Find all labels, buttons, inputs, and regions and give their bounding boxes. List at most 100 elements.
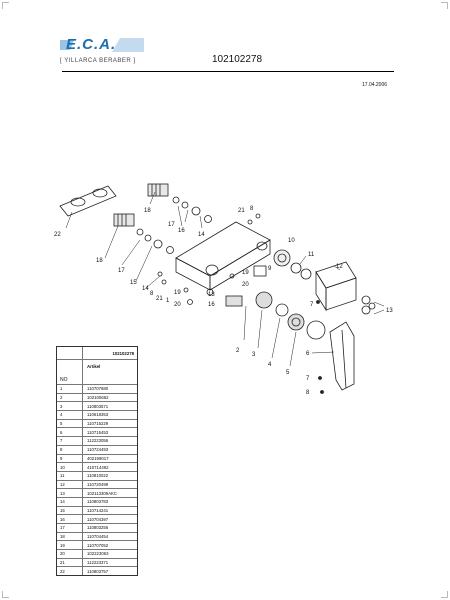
handle-drawing — [329, 321, 355, 391]
table-row: 19 110707052 — [57, 541, 137, 551]
part-number: 8 — [57, 445, 83, 454]
part-code: 110707680 — [87, 386, 109, 392]
part-code: 102105662 — [87, 395, 109, 401]
callout-label: 17 — [118, 268, 125, 274]
table-title: 102102278 — [112, 350, 134, 356]
part-code: 110704454 — [87, 534, 109, 540]
part-number: 4 — [57, 411, 83, 419]
connector-upper-drawing — [147, 183, 212, 223]
part-code: 110715453 — [87, 429, 109, 435]
callout-label: 7 — [310, 302, 314, 308]
thermostatic-cartridge-drawing — [225, 291, 326, 340]
part-code: 110714241 — [87, 507, 109, 513]
part-code: 102113309AKC — [87, 490, 118, 496]
crop-mark — [441, 2, 448, 9]
table-row: 5 110715229 — [57, 419, 137, 429]
part-number: 15 — [57, 506, 83, 515]
logo-text: E.C.A. — [66, 36, 117, 53]
cartridge-box-drawing — [315, 261, 357, 312]
callout-label: 9 — [268, 266, 272, 272]
part-number: 11 — [57, 471, 83, 480]
part-code: 110810022 — [87, 473, 109, 479]
part-number: 3 — [57, 402, 83, 411]
callout-label: 13 — [208, 292, 215, 298]
crop-mark — [2, 2, 9, 9]
part-number: 16 — [57, 515, 83, 523]
crop-mark — [441, 591, 448, 598]
callout-label: 6 — [306, 351, 310, 357]
part-code: 110618353 — [87, 412, 109, 418]
table-header-row: NO Artikel — [57, 359, 137, 385]
callout-label: 8 — [150, 291, 154, 297]
parts-table: 102102278 NO Artikel 1 110707680 2 10210566… — [56, 346, 138, 577]
part-code: 110715229 — [87, 421, 109, 427]
callout-label: 20 — [174, 302, 181, 308]
part-number: 18 — [57, 532, 83, 541]
table-row: 7 112223056 — [57, 437, 137, 446]
callout-label: 3 — [252, 352, 256, 358]
callout-label: 2 — [236, 348, 240, 354]
callout-label: 4 — [268, 362, 272, 368]
connector-lower-drawing — [113, 213, 174, 254]
part-code: 402199017 — [87, 455, 109, 461]
part-code: 110720499 — [87, 481, 109, 487]
table-row: 2 102105662 — [57, 393, 137, 403]
part-number: 13 — [57, 489, 83, 497]
callout-label: 14 — [198, 232, 205, 238]
part-code: 112223056 — [87, 438, 109, 444]
part-code: 110803571 — [87, 403, 109, 409]
callout-label: 19 — [174, 290, 181, 296]
part-code: 110704397 — [87, 516, 109, 522]
part-number: 14 — [57, 497, 83, 506]
part-number: 9 — [57, 454, 83, 463]
callout-label: 7 — [306, 376, 310, 382]
table-row: 3 110803571 — [57, 402, 137, 412]
part-number: 12 — [57, 480, 83, 489]
table-row: 18 110704454 — [57, 532, 137, 542]
callout-label: 19 — [242, 270, 249, 276]
part-number: 5 — [57, 419, 83, 428]
table-row: 13 102113309AKC — [57, 489, 137, 498]
document-date: 17.04.2006 — [362, 82, 388, 88]
part-number: 22 — [57, 567, 83, 576]
part-code: 110724493 — [87, 447, 109, 453]
callout-label: 5 — [286, 370, 290, 376]
escutcheon-plate-drawing — [59, 185, 117, 217]
part-code: 102223063 — [87, 551, 109, 557]
table-row: 1 110707680 — [57, 385, 137, 394]
part-number: 19 — [57, 541, 83, 550]
table-row: 22 110803757 — [57, 567, 137, 576]
part-number: 21 — [57, 558, 83, 567]
table-row: 15 110714241 — [57, 506, 137, 516]
part-code: 112223371 — [87, 560, 109, 566]
part-number: 7 — [57, 437, 83, 445]
callout-label: 18 — [144, 208, 151, 214]
part-number: 20 — [57, 550, 83, 558]
table-row: 9 402199017 — [57, 454, 137, 464]
callout-label: 8 — [250, 206, 254, 212]
callout-label: 11 — [308, 252, 315, 258]
part-number: 2 — [57, 393, 83, 402]
table-row: 8 110724493 — [57, 445, 137, 455]
callout-label: 21 — [238, 208, 245, 214]
table-row: 4 110618353 — [57, 411, 137, 420]
callout-label: 12 — [336, 264, 343, 270]
table-row: 11 110810022 — [57, 471, 137, 481]
callout-label: 21 — [156, 296, 163, 302]
part-number: 1 — [57, 385, 83, 393]
part-code: 410714492 — [87, 464, 109, 470]
table-row: 16 110704397 — [57, 515, 137, 524]
crop-mark — [2, 591, 9, 598]
column-header-code: Artikel — [87, 364, 101, 369]
part-code: 110803757 — [87, 568, 109, 574]
part-code: 110803256 — [87, 525, 109, 531]
header-rule — [62, 71, 394, 72]
callout-label: 8 — [306, 390, 310, 396]
part-code: 110707052 — [87, 542, 109, 548]
